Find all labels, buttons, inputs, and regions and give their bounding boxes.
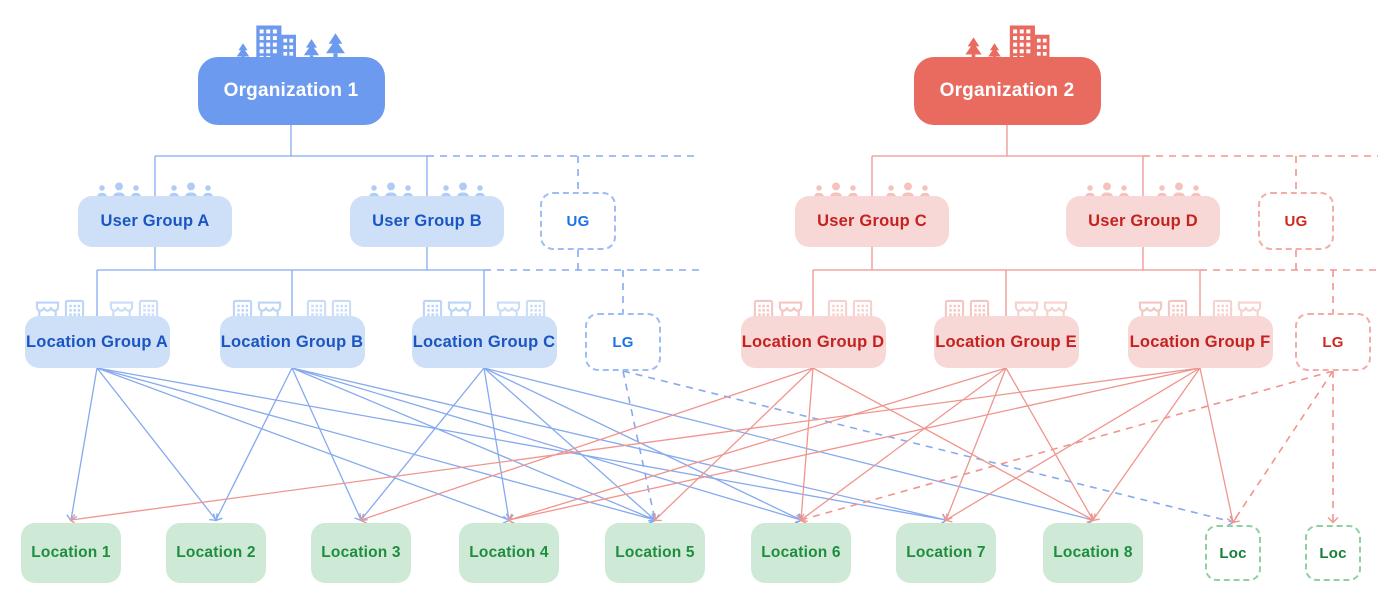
ug-placeholder-blue-label: UG [566, 212, 590, 230]
connector-line [291, 367, 365, 522]
connector-line [1230, 370, 1334, 524]
location-1-label: Location 1 [31, 544, 111, 561]
connector-line [1090, 367, 1201, 522]
user-group-c-label: User Group C [817, 212, 927, 230]
connector-line [653, 367, 814, 522]
connector-line [812, 367, 1095, 523]
connector-line [622, 370, 1235, 527]
lg-placeholder-red-label: LG [1322, 333, 1344, 351]
connector-line [96, 367, 948, 525]
organization-1-node: Organization 1 [197, 57, 385, 125]
user-group-d-node: User Group D [1066, 196, 1220, 247]
location-4-label: Location 4 [469, 544, 549, 561]
connector-line [507, 367, 1007, 525]
location-1-node: Location 1 [21, 523, 121, 583]
lg-placeholder-blue-label: LG [612, 333, 634, 351]
location-group-e-label: Location Group E [935, 332, 1077, 351]
user-group-b-label: User Group B [372, 212, 482, 230]
location-group-b-node: Location Group B [219, 316, 365, 368]
location-8-node: Location 8 [1043, 523, 1143, 583]
location-2-node: Location 2 [166, 523, 266, 583]
location-placeholder-2-label: Loc [1319, 544, 1347, 562]
location-3-node: Location 3 [311, 523, 411, 583]
location-group-d-label: Location Group D [741, 332, 885, 351]
location-group-placeholder-blue: LG [585, 313, 661, 371]
connector-line [795, 367, 814, 522]
location-8-label: Location 8 [1053, 544, 1133, 561]
connector-line [483, 367, 1095, 525]
connector-line [291, 367, 948, 525]
connector-line [96, 367, 511, 524]
user-group-b-node: User Group B [350, 196, 504, 247]
connector-line [799, 370, 1334, 525]
location-7-label: Location 7 [906, 544, 986, 561]
location-group-e-node: Location Group E [933, 316, 1079, 368]
connector-line [1199, 367, 1238, 524]
location-group-b-label: Location Group B [220, 332, 364, 351]
location-group-placeholder-red: LG [1295, 313, 1371, 371]
location-group-c-label: Location Group C [412, 332, 556, 351]
connector-line [799, 367, 1007, 523]
user-group-a-node: User Group A [78, 196, 232, 247]
location-7-node: Location 7 [896, 523, 996, 583]
location-placeholder-1: Loc [1205, 525, 1261, 581]
location-6-node: Location 6 [751, 523, 851, 583]
connector-line [69, 367, 1201, 525]
location-group-f-label: Location Group F [1129, 332, 1271, 351]
organization-1-label: Organization 1 [223, 80, 359, 101]
organization-2-node: Organization 2 [913, 57, 1101, 125]
location-5-node: Location 5 [605, 523, 705, 583]
connector-line [944, 367, 1201, 523]
connector-line [483, 367, 514, 522]
connector-line [942, 367, 1007, 522]
connector-line [212, 367, 293, 522]
connector-line [96, 367, 218, 522]
ug-placeholder-red-label: UG [1284, 212, 1308, 230]
user-group-placeholder-red: UG [1258, 192, 1334, 250]
connector-line [359, 367, 485, 522]
user-group-placeholder-blue: UG [540, 192, 616, 250]
connector-line [359, 367, 814, 524]
user-group-c-node: User Group C [795, 196, 949, 247]
connector-line [66, 367, 98, 522]
location-group-f-node: Location Group F [1127, 316, 1273, 368]
location-5-label: Location 5 [615, 544, 695, 561]
connector-line [291, 367, 657, 524]
location-3-label: Location 3 [321, 544, 401, 561]
location-group-a-label: Location Group A [26, 332, 168, 351]
connector-line [96, 367, 657, 525]
location-group-a-node: Location Group A [24, 316, 170, 368]
user-group-d-label: User Group D [1088, 212, 1198, 230]
location-placeholder-2: Loc [1305, 525, 1361, 581]
connector-line [1005, 367, 1096, 522]
location-placeholder-1-label: Loc [1219, 544, 1247, 562]
connector-line [291, 367, 803, 525]
organization-2-label: Organization 2 [939, 80, 1075, 101]
location-6-label: Location 6 [761, 544, 841, 561]
location-group-c-node: Location Group C [411, 316, 557, 368]
user-group-a-label: User Group A [100, 212, 210, 230]
location-group-d-node: Location Group D [740, 316, 886, 368]
connector-line [483, 367, 803, 524]
location-4-node: Location 4 [459, 523, 559, 583]
connector-line [507, 367, 1201, 525]
location-2-label: Location 2 [176, 544, 256, 561]
